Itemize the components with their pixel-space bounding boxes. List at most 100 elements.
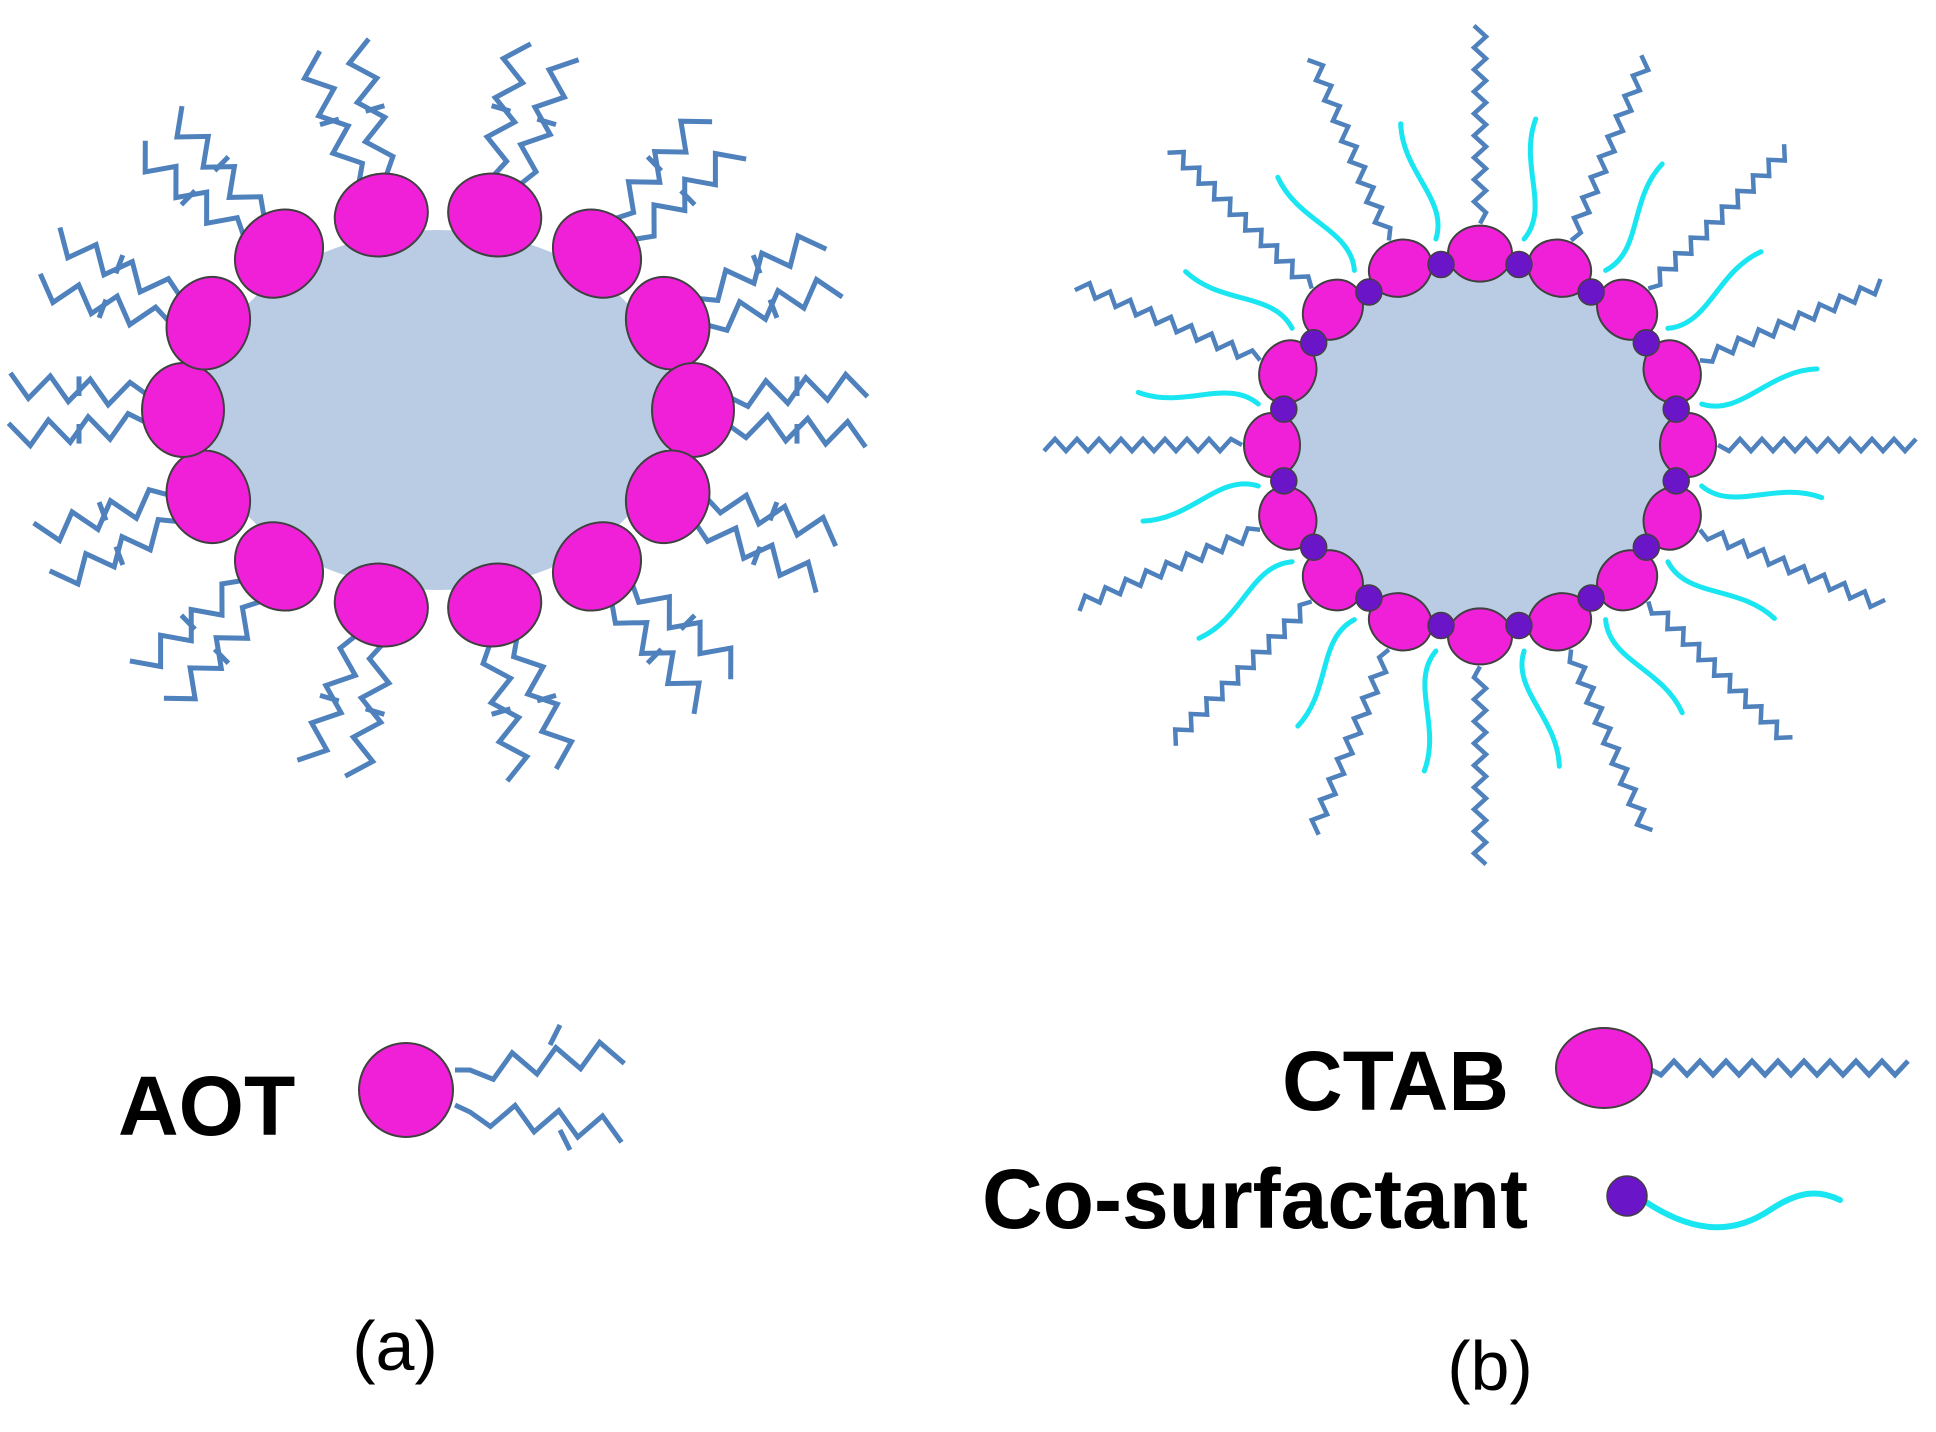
aot-tail-branch — [319, 693, 340, 704]
cosurfactant-tail — [1295, 617, 1357, 729]
aot-alkyl-tail — [296, 630, 373, 763]
ctab-alkyl-tail — [1716, 435, 1918, 455]
cosurfactant-head-group — [1505, 611, 1533, 640]
legend-cosurfactant: Co-surfactant — [982, 1152, 1843, 1246]
aot-head-group — [333, 562, 429, 648]
legend-aot-tail — [455, 1038, 626, 1083]
cosurfactant-tail — [1699, 366, 1820, 409]
cosurfactant-tail — [1398, 121, 1441, 242]
aot-alkyl-tail — [57, 226, 185, 313]
cosurfactant-head-group — [1577, 584, 1605, 612]
cosurfactant-tail — [1603, 161, 1665, 273]
cosurfactant-tails — [1135, 116, 1825, 774]
aot-head-group — [447, 562, 543, 648]
cosurfactant-tail — [1665, 249, 1764, 331]
cosurfactant-tail — [1519, 648, 1562, 769]
ctab-head-group — [1447, 224, 1513, 283]
aot-tail-branch — [679, 613, 697, 632]
aot-head-group — [333, 172, 429, 258]
cosurfactant-heads — [1270, 250, 1690, 640]
aot-alkyl-tail — [174, 105, 268, 232]
legend-aot-head — [358, 1042, 454, 1138]
ctab-head-group — [1659, 412, 1717, 478]
cosurfactant-head-group — [1270, 395, 1298, 423]
aot-head-group — [165, 275, 252, 371]
legend-aot-label: AOT — [118, 1059, 295, 1153]
ctab-alkyl-tail — [1567, 649, 1654, 833]
aot-alkyl-tail — [480, 635, 531, 783]
aot-tail-branch — [179, 188, 197, 207]
aot-head-group — [624, 449, 711, 545]
cosurfactant-head-group — [1577, 278, 1605, 306]
aot-tail-branch — [212, 647, 231, 666]
aot-alkyl-tail — [606, 118, 713, 232]
ctab-alkyl-tail — [1077, 525, 1261, 612]
cosurfactant-head-group — [1355, 584, 1383, 612]
cosurfactant-tail — [1521, 116, 1539, 242]
aot-tail-branch — [750, 254, 763, 275]
ctab-alkyl-tail — [1172, 599, 1313, 746]
aot-tail-branch — [319, 116, 340, 127]
legend-aot: AOT — [118, 1023, 626, 1153]
ctab-alkyl-tail — [1646, 600, 1793, 741]
aot-alkyl-tail — [129, 577, 257, 670]
ctab-alkyl-tail — [1470, 23, 1490, 225]
aot-tail-branch — [96, 501, 109, 522]
aot-head-group — [551, 208, 643, 299]
aot-water-core — [203, 230, 673, 590]
legend-cosurfactant-tail — [1637, 1190, 1843, 1231]
aot-tail-branch — [113, 254, 126, 275]
legend-cosurfactant-head — [1606, 1175, 1648, 1217]
aot-alkyl-tail — [8, 371, 152, 410]
aot-tail-branch — [750, 545, 763, 566]
ctab-alkyl-tail — [1073, 280, 1262, 362]
cosurfactant-tail — [1135, 389, 1261, 407]
cosurfactant-tail — [1183, 269, 1295, 331]
aot-tail-branch — [212, 154, 231, 173]
aot-alkyl-tail — [608, 588, 702, 715]
cosurfactant-tail — [1665, 559, 1777, 621]
ctab-head-group — [1447, 607, 1513, 666]
aot-tail-branch — [179, 613, 197, 632]
aot-tail-branch — [490, 103, 512, 114]
aot-alkyl-tail — [163, 588, 270, 702]
ctab-head-group — [1243, 412, 1301, 478]
aot-tail-branch — [679, 188, 697, 207]
aot-tail-branch — [767, 501, 780, 522]
aot-heads — [141, 172, 735, 648]
ctab-alkyl-tail — [1167, 149, 1314, 290]
aot-tail-branch — [364, 706, 386, 717]
ctab-alkyl-tail — [1698, 528, 1887, 610]
ctab-alkyl-tail — [1470, 665, 1490, 867]
aot-tail-branch — [767, 298, 780, 319]
cosurfactant-tail — [1699, 483, 1825, 501]
ctab-alkyl-tail — [1647, 144, 1788, 291]
legend-cosurfactant-label: Co-surfactant — [982, 1152, 1528, 1246]
aot-tail-branch — [96, 298, 109, 319]
panel-b-ctab-micelle — [1042, 23, 1918, 867]
aot-head-group — [233, 521, 325, 612]
aot-alkyl-tail — [724, 410, 868, 449]
aot-alkyl-tail — [697, 275, 844, 334]
aot-alkyl-tail — [142, 140, 257, 245]
legend-ctab-label: CTAB — [1282, 1034, 1509, 1128]
aot-alkyl-tail — [503, 57, 580, 190]
cosurfactant-head-group — [1427, 611, 1455, 640]
aot-alkyl-tail — [691, 507, 819, 594]
cosurfactant-head-group — [1355, 278, 1383, 306]
aot-head-group — [651, 362, 735, 458]
ctab-water-core — [1290, 255, 1670, 635]
cosurfactant-head-group — [1662, 395, 1690, 423]
legend-aot-tail — [453, 1101, 624, 1144]
caption-b: (b) — [1447, 1327, 1533, 1405]
aot-tail-branch — [645, 647, 664, 666]
aot-alkyl-tail — [619, 150, 747, 243]
aot-alkyl-tail — [32, 486, 179, 545]
cosurfactant-tail — [1603, 617, 1685, 716]
legend-aot-tail-branch — [547, 1023, 573, 1152]
aot-head-group — [141, 362, 225, 458]
aot-head-group — [233, 208, 325, 299]
legend-ctab: CTAB — [1282, 1027, 1910, 1128]
aot-alkyl-tail — [619, 575, 734, 680]
legend-ctab-tail — [1646, 1057, 1910, 1079]
